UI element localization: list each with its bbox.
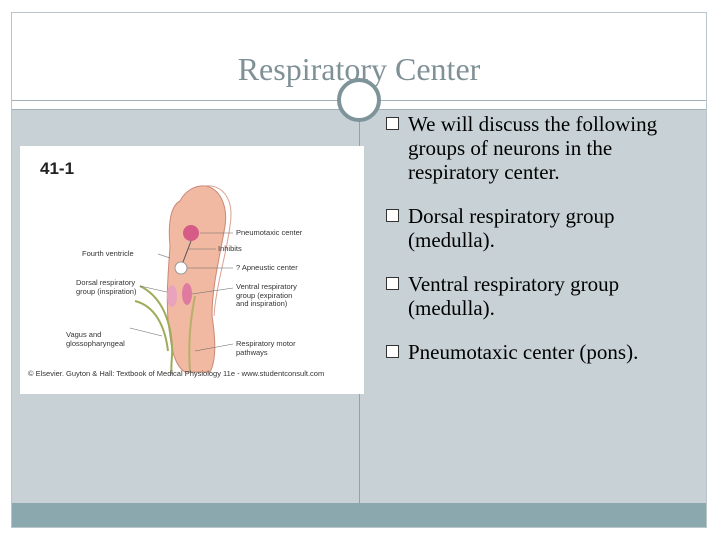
bullet-item: We will discuss the following groups of …	[386, 112, 696, 184]
label-ventral-line1: Ventral respiratory	[236, 282, 297, 291]
label-dorsal-line2: group (inspiration)	[76, 286, 137, 296]
footer-bar	[12, 503, 706, 527]
bullet-text: Ventral respiratory group (medulla).	[408, 272, 620, 320]
label-dorsal-line1: Dorsal respiratory	[76, 278, 136, 287]
bullet-text: Pneumotaxic center (pons).	[408, 340, 639, 364]
bullet-box-icon	[386, 277, 399, 290]
label-ventral-group: Ventral respiratory group (expiration an…	[236, 282, 297, 309]
label-inhibits: Inhibits	[218, 244, 242, 253]
label-motor-line1: Respiratory motor	[236, 339, 296, 348]
label-dorsal-group: Dorsal respiratory group (inspiration)	[76, 278, 137, 296]
brainstem-figure: 41-1 Pneumotaxic center Inhibits Fourth …	[20, 146, 364, 394]
label-vagus-line1: Vagus and	[66, 330, 102, 339]
figure-number: 41-1	[40, 159, 75, 178]
label-vagus-line2: glossopharyngeal	[66, 338, 125, 348]
decorative-ring-icon	[337, 78, 381, 122]
bullet-item: Ventral respiratory group (medulla).	[386, 272, 696, 320]
brainstem-illustration	[129, 185, 234, 375]
bullet-box-icon	[386, 345, 399, 358]
slide-frame	[11, 12, 707, 528]
label-pneumotaxic-center: Pneumotaxic center	[236, 228, 303, 237]
figure-caption: © Elsevier. Guyton & Hall: Textbook of M…	[28, 369, 325, 378]
label-motor-line2: pathways	[236, 347, 268, 357]
bullet-text: Dorsal respiratory group (medulla).	[408, 204, 615, 252]
bullet-item: Pneumotaxic center (pons).	[386, 340, 696, 364]
label-ventral-line3: and inspiration)	[236, 299, 288, 308]
bullet-text: We will discuss the following groups of …	[408, 112, 658, 184]
label-motor-pathways: Respiratory motor pathways	[236, 339, 296, 357]
label-ventral-line2: group (expiration	[236, 290, 293, 300]
bullet-box-icon	[386, 117, 399, 130]
bullet-box-icon	[386, 209, 399, 222]
label-vagus: Vagus and glossopharyngeal	[66, 330, 125, 348]
label-fourth-ventricle: Fourth ventricle	[82, 249, 134, 258]
bullet-item: Dorsal respiratory group (medulla).	[386, 204, 696, 252]
bullet-list: We will discuss the following groups of …	[386, 112, 696, 380]
label-apneustic-center: ? Apneustic center	[236, 263, 298, 272]
